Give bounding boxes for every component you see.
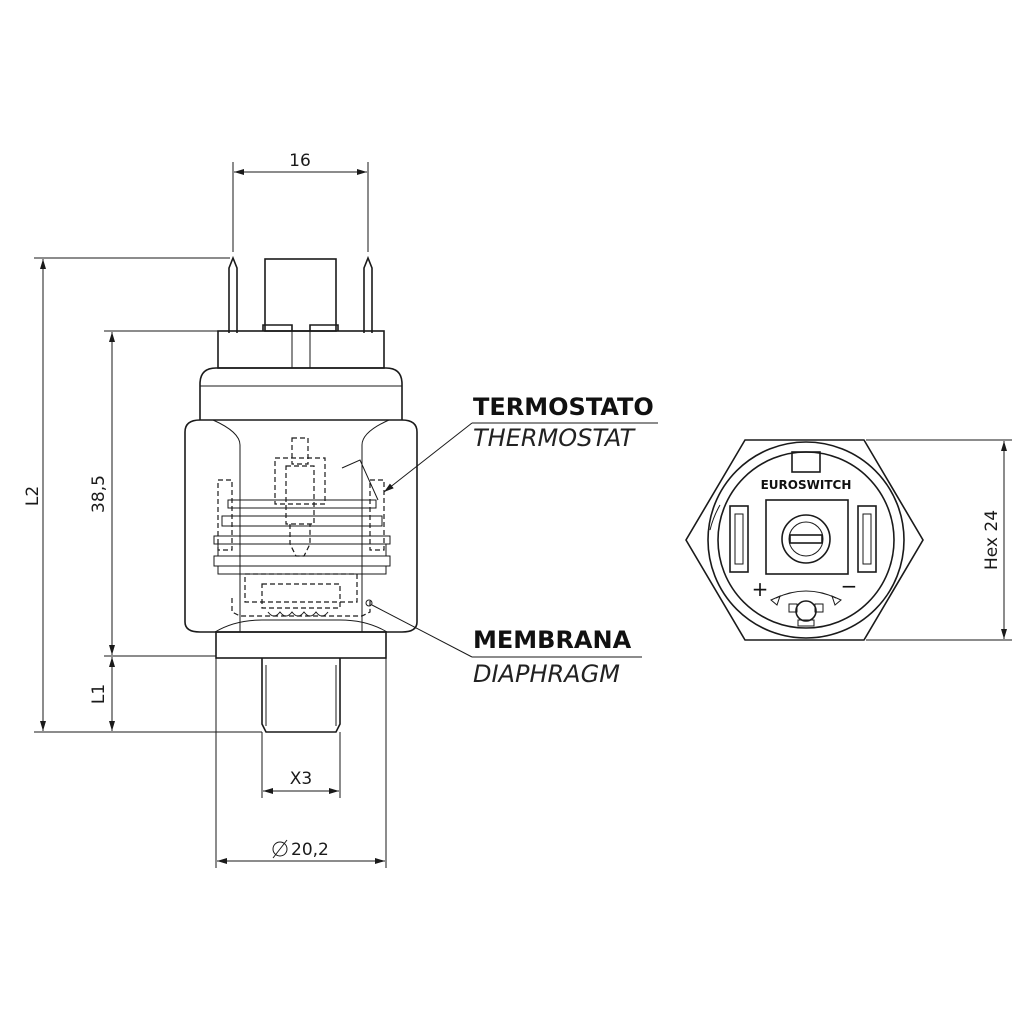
body-cap	[199, 367, 403, 420]
label-thermostat-it: TERMOSTATO	[473, 393, 654, 421]
label-thermostat-en: THERMOSTAT	[473, 424, 637, 452]
terminal-right	[363, 255, 373, 333]
dim-l2-text: L2	[23, 486, 43, 506]
terminal-slot-right	[857, 505, 877, 573]
dim-x3-text: X3	[290, 769, 312, 789]
dim-hex-text: Hex 24	[982, 510, 1002, 570]
label-diaphragm-it: MEMBRANA	[473, 626, 632, 654]
end-view: EUROSWITCH + −	[685, 439, 924, 641]
adjust-knob-icon	[788, 600, 824, 627]
center-spade	[264, 258, 337, 332]
dim-38-5-text: 38,5	[89, 475, 109, 513]
dim-l2: L2	[23, 257, 262, 733]
internal-diaphragm	[231, 573, 373, 617]
connector-block	[217, 324, 385, 369]
dim-hex-24: Hex 24	[866, 439, 1012, 641]
rotation-arrow-icon	[770, 590, 842, 606]
hex-outline	[685, 439, 924, 641]
dim-16-text: 16	[289, 151, 311, 171]
terminal-slot-left	[729, 505, 749, 573]
terminal-left	[228, 255, 238, 333]
brand-euroswitch: EUROSWITCH	[761, 478, 852, 492]
hex-body	[184, 419, 418, 633]
adjustment-screw-icon	[781, 514, 831, 564]
key-notch	[791, 451, 821, 473]
thread-port	[261, 658, 341, 733]
plus-sign: +	[752, 577, 769, 601]
dim-body-38-5: 38,5	[89, 330, 218, 657]
adjust-plate	[765, 499, 849, 575]
dim-diameter-text: 20,2	[291, 840, 329, 860]
label-diaphragm-en: DIAPHRAGM	[473, 660, 620, 688]
side-view	[184, 255, 418, 733]
internal-thermostat	[213, 437, 391, 575]
dim-l1: L1	[89, 657, 115, 731]
dim-width-16: 16	[232, 151, 369, 252]
dim-l1-text: L1	[89, 684, 109, 704]
diameter-symbol	[272, 839, 288, 859]
dim-thread-x3: X3	[261, 732, 341, 798]
dim-diameter: 20,2	[215, 658, 387, 868]
leader-thermostat	[383, 422, 658, 493]
leader-diaphragm	[371, 604, 642, 658]
minus-sign: −	[841, 574, 858, 598]
base-collar	[215, 631, 387, 659]
